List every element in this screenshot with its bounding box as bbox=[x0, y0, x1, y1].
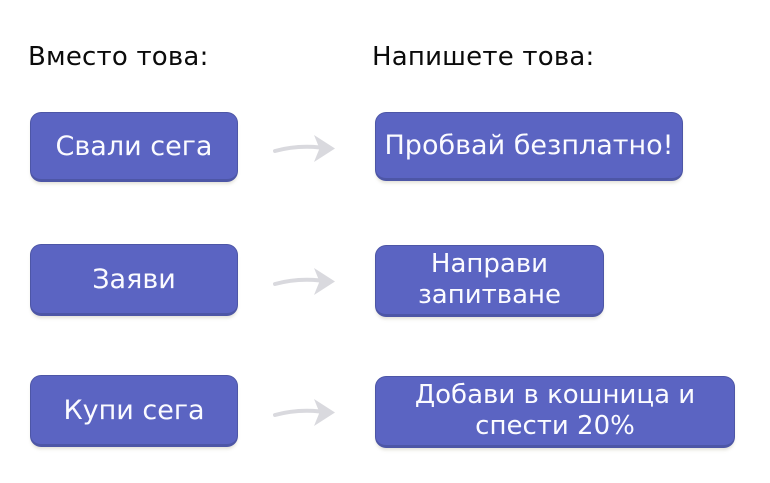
before-button-request[interactable]: Заяви bbox=[30, 244, 238, 316]
after-button-add-to-cart-save[interactable]: Добави в кошница и спести 20% bbox=[375, 376, 735, 448]
after-button-try-free[interactable]: Пробвай безплатно! bbox=[375, 112, 683, 181]
arrow-right-icon bbox=[271, 130, 337, 166]
before-button-download-now[interactable]: Свали сега bbox=[30, 112, 238, 182]
after-button-make-inquiry[interactable]: Направи запитване bbox=[375, 245, 604, 317]
arrow-right-icon bbox=[271, 263, 337, 299]
column-header-instead: Вместо това: bbox=[28, 42, 209, 72]
arrow-right-icon bbox=[271, 394, 337, 430]
column-header-write-this: Напишете това: bbox=[372, 42, 595, 72]
before-button-buy-now[interactable]: Купи сега bbox=[30, 375, 238, 447]
